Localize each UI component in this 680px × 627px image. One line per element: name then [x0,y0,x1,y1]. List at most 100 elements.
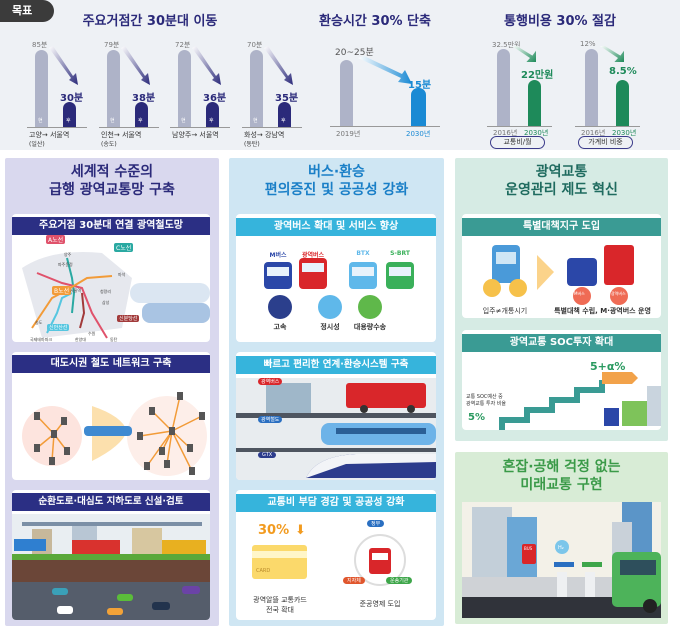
underground-road-header: 순환도로·대심도 지하도로 신설·검토 [12,493,210,511]
line-label-sinbundang: 신분당선 [117,315,140,322]
rail-map-illustration [22,252,210,339]
transfer-before-bar [340,60,353,126]
city-road-illustration [12,514,210,620]
cost-before-bar [585,49,598,126]
ring-operator: 운송기관 [386,577,413,584]
baseline [575,126,640,127]
route-before-bar [35,50,48,128]
route-before-bar [178,50,191,128]
year-label: 2016년 [581,129,606,137]
tag-gtx: GTX [258,452,277,458]
ring-caption: 준공영제 도입 [359,600,401,608]
station-label: 삼성 [102,300,110,305]
station-label: 청량리 [100,289,112,294]
cost-after-value: 8.5% [609,66,637,77]
route-after-bar [135,102,148,128]
after-mark: 후 [66,118,71,124]
cost-before-value: 12% [580,40,596,48]
rail-map-box: 주요거점 30분대 연결 광역철도망 [12,214,210,342]
year-label: 2019년 [336,130,361,138]
transfer-system-header: 빠르고 편리한 연계·환승시스템 구축 [236,356,436,374]
route-label: 화성→ 강남역 [244,131,285,139]
station-label: 국제테마파크 [30,337,53,342]
zone-right-caption: 특별대책 수립, M·광역버스 운영 [554,307,651,315]
transfer-before-value: 20~25분 [335,48,374,58]
baseline [242,127,302,128]
badge-metro-bus: 광역버스 [611,291,626,296]
cost-goal-title: 통행비용 30% 절감 [504,14,616,29]
now-mark: 현 [181,118,186,124]
bus-type-label: BTX [356,250,370,257]
station-label: 수원 [88,331,96,336]
station-label: 파주운정 [58,262,73,267]
stairs-illustration [499,372,661,430]
cost-after-value: 22만원 [521,70,554,81]
soc-investment-box: 광역교통 SOC투자 확대 [462,330,661,430]
route-after-value: 35분 [275,93,299,104]
year-label: 2030년 [612,129,637,137]
card-icon: CARD [252,545,307,579]
discount-value: 30% [258,523,290,538]
bus-icon [386,262,414,289]
station-label: 양주 [64,252,72,257]
clock-icon [318,295,342,319]
travel-goal-title: 주요거점간 30분대 이동 [82,14,218,29]
route-label: 고양→ 서울역 [29,131,70,139]
ring-government: 정부 [367,520,385,527]
decrease-arrow-icon [358,56,412,84]
bus-icon [299,258,327,289]
bus-icon [349,262,377,289]
route-label: 남양주→ 서울역 [172,131,219,139]
after-mark: 후 [138,118,143,124]
capacity-icon [358,295,382,319]
year-label: 2030년 [406,130,431,138]
cost-category-pill: 가계비 비중 [578,136,633,149]
station-label: 서울역 [70,288,82,293]
bus-icon [264,262,292,289]
zone-left-caption: 입주≠개통시기 [482,307,528,315]
feature-label: 정시성 [320,323,340,331]
baseline [170,127,230,128]
underground-road-box: 순환도로·대심도 지하도로 신설·검토 [12,490,210,620]
cost-before-value: 32.5만원 [492,41,521,49]
network-illustration [22,392,207,476]
route-sublabel: (일산) [29,141,45,148]
route-label: 인천→ 서울역 [101,131,142,139]
decrease-arrow-icon [192,46,221,85]
cost-after-bar [616,80,629,126]
station-label: 송도 [35,320,43,325]
soc-current: 5% [468,412,485,423]
decrease-arrow-icon [49,46,78,85]
soc-target: 5+α% [590,360,626,373]
bus-type-label: 광역버스 [301,252,325,259]
special-zone-header: 특별대책지구 도입 [462,218,661,236]
route-before-value: 79분 [104,41,120,49]
tag-bus: 광역버스 [258,378,283,385]
decrease-arrow-icon [264,46,293,85]
metro-network-box: 대도시권 철도 네트워크 구축 [12,352,210,480]
year-label: 2016년 [493,129,518,137]
route-before-value: 85분 [32,41,48,49]
now-mark: 현 [110,118,115,124]
route-after-bar [63,102,76,128]
tag-rail: 광역철도 [258,416,283,423]
after-mark: 후 [209,118,214,124]
feature-label: 고속 [273,323,287,331]
cost-before-bar [497,49,510,126]
route-sublabel: (동탄) [244,141,260,148]
transfer-after-value: 15분 [408,80,432,91]
line-label-b: B노선 [52,286,72,295]
cost-category-pill: 교통비/월 [490,136,545,149]
now-mark: 현 [253,118,258,124]
route-after-value: 36분 [203,93,227,104]
bus-type-label: S-BRT [390,250,410,257]
route-after-bar [206,102,219,128]
public-operation-ring-icon [354,534,406,586]
ring-local: 지자체 [343,577,365,584]
baseline [487,126,552,127]
